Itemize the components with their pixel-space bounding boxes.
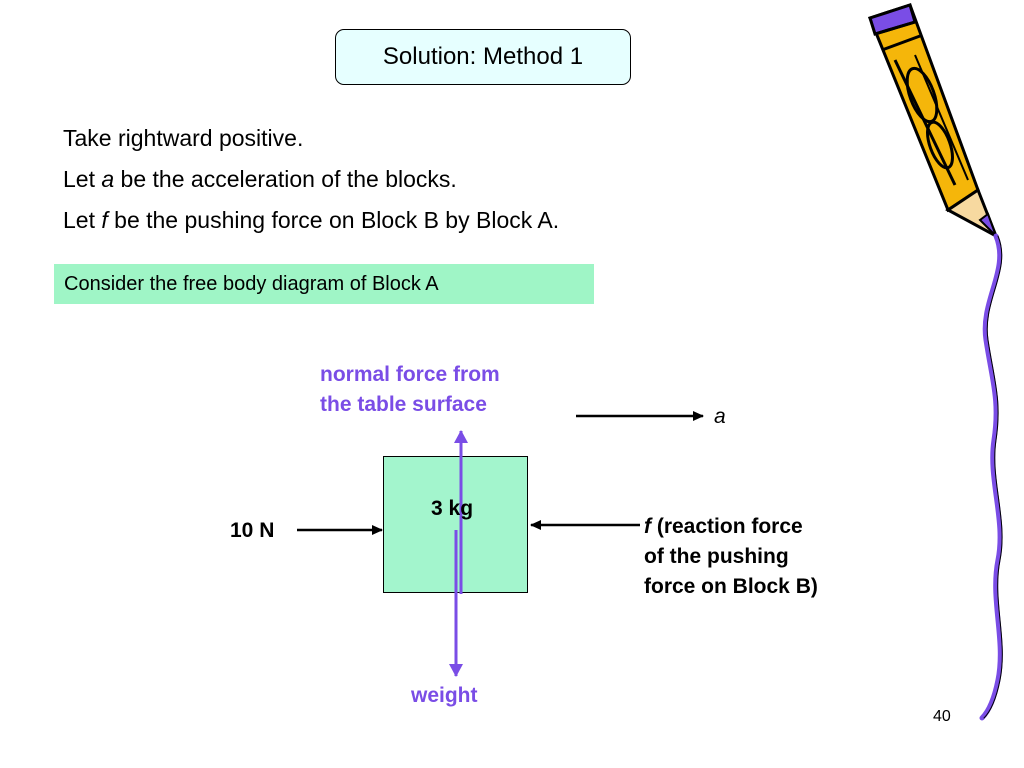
acceleration-label: a bbox=[714, 405, 726, 428]
text-line-2: Let a be the acceleration of the blocks. bbox=[63, 166, 457, 192]
body-text: Take rightward positive. Let a be the ac… bbox=[63, 118, 559, 241]
pencil-icon bbox=[868, 3, 1003, 721]
page-number: 40 bbox=[933, 708, 951, 725]
applied-force-label: 10 N bbox=[230, 519, 275, 542]
text-line-1: Take rightward positive. bbox=[63, 125, 304, 151]
text-line-3: Let f be the pushing force on Block B by… bbox=[63, 207, 560, 233]
reaction-force-label: f (reaction force of the pushing force o… bbox=[644, 515, 818, 598]
normal-force-label: normal force from the table surface bbox=[320, 363, 500, 416]
slide-title: Solution: Method 1 bbox=[335, 29, 631, 85]
weight-label: weight bbox=[411, 684, 478, 707]
mass-label: 3 kg bbox=[431, 497, 474, 520]
highlight-box: Consider the free body diagram of Block … bbox=[54, 264, 594, 304]
